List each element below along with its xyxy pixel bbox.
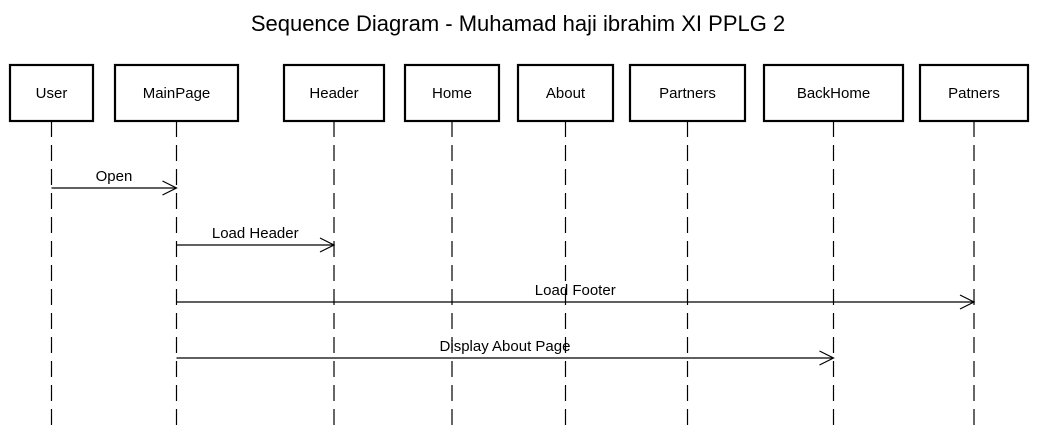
message-arrowhead — [162, 180, 178, 196]
participant-box — [8, 63, 95, 123]
participant-about: About — [516, 63, 615, 123]
participant-box — [628, 63, 747, 123]
message-label: Load Footer — [535, 282, 616, 299]
participant-backhome: BackHome — [762, 63, 905, 123]
message: Load Header — [176, 225, 336, 253]
participant-box — [113, 63, 240, 123]
participant-box — [403, 63, 501, 123]
participant-label: Patners — [948, 85, 1000, 102]
message-arrowhead — [819, 350, 835, 366]
diagram-title: Sequence Diagram - Muhamad haji ibrahim … — [251, 11, 785, 36]
message-label: Open — [96, 168, 133, 185]
participant-user: User — [8, 63, 95, 123]
participant-home: Home — [403, 63, 501, 123]
participant-label: Partners — [659, 85, 716, 102]
message: Load Footer — [176, 282, 976, 310]
participant-label: About — [546, 85, 586, 102]
lifelines — [50, 121, 975, 428]
participant-mainpage: MainPage — [113, 63, 240, 123]
message-label: Load Header — [212, 225, 299, 242]
message-arrowhead — [319, 237, 336, 253]
participant-box — [918, 63, 1030, 123]
message-arrowhead — [959, 294, 976, 310]
participant-label: User — [36, 85, 68, 102]
participant-label: MainPage — [143, 85, 211, 102]
message: Open — [51, 168, 178, 196]
message-label: Display About Page — [440, 338, 571, 355]
participant-header: Header — [282, 63, 386, 123]
participant-partners: Partners — [628, 63, 747, 123]
participants: User MainPage Header Home About Partners BackH… — [8, 63, 1030, 123]
message: Display About Page — [176, 338, 835, 366]
participant-label: Header — [309, 85, 358, 102]
participant-label: BackHome — [797, 85, 870, 102]
participant-patners: Patners — [918, 63, 1030, 123]
participant-label: Home — [432, 85, 472, 102]
